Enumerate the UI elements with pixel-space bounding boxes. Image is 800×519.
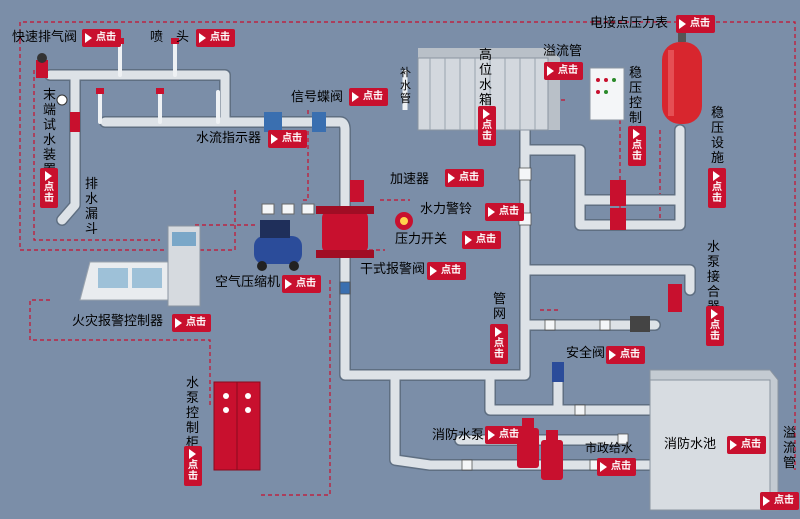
label-fire-pump: 消防水泵 <box>432 428 485 443</box>
label-pressure-switch: 压力开关 <box>395 232 448 247</box>
hotspot-fire-pump[interactable]: 点击 <box>485 426 524 444</box>
label-pump-adapter: 水泵接合器 <box>706 240 720 315</box>
label-end-test-device: 末端试水装置 <box>42 88 56 178</box>
hotspot-overflow-pipe-top[interactable]: 点击 <box>544 62 583 80</box>
hotspot-air-compressor[interactable]: 点击 <box>282 275 321 293</box>
label-safety-valve: 安全阀 <box>566 346 606 361</box>
hotspot-municipal-water[interactable]: 点击 <box>597 458 636 476</box>
hotspot-overflow-pipe-right[interactable]: 点击 <box>760 492 799 510</box>
label-stabilizer-device: 稳压设施 <box>710 106 724 166</box>
hotspot-accelerator[interactable]: 点击 <box>445 169 484 187</box>
label-fire-pool: 消防水池 <box>664 437 717 452</box>
hotspot-end-test-device[interactable]: 点击 <box>40 168 58 208</box>
hotspot-pump-adapter[interactable]: 点击 <box>706 306 724 346</box>
hotspot-safety-valve[interactable]: 点击 <box>606 346 645 364</box>
label-water-bell: 水力警铃 <box>420 202 473 217</box>
label-dry-alarm-valve: 干式报警阀 <box>360 262 426 277</box>
label-overflow-pipe-right: 溢流管 <box>782 426 796 471</box>
hotspot-pipe-network[interactable]: 点击 <box>490 324 508 364</box>
label-water-flow-indicator: 水流指示器 <box>196 131 262 146</box>
hotspot-dry-alarm-valve[interactable]: 点击 <box>427 262 466 280</box>
hotspot-signal-butterfly-valve[interactable]: 点击 <box>349 88 388 106</box>
label-pump-control-cabinet: 水泵控制柜 <box>185 376 199 451</box>
label-high-water-tank: 高位水箱 <box>478 48 492 108</box>
stabilizer-pump-icons <box>610 180 626 230</box>
signal-lines <box>19 21 796 496</box>
label-make-up-pipe: 补水管 <box>400 66 411 105</box>
hotspot-pump-control-cabinet[interactable]: 点击 <box>184 446 202 486</box>
quick-exhaust-valve-icon <box>36 53 48 78</box>
hotspot-high-water-tank[interactable]: 点击 <box>478 106 496 146</box>
hotspot-fire-alarm-panel[interactable]: 点击 <box>172 314 211 332</box>
label-accelerator: 加速器 <box>390 172 430 187</box>
end-test-device-icon <box>56 94 80 132</box>
label-pressure-gauge: 电接点压力表 <box>590 16 669 31</box>
pressure-stabilizer-tank-icon <box>662 28 702 124</box>
hotspot-stabilizer-control-box[interactable]: 点击 <box>628 126 646 166</box>
hotspot-pressure-switch[interactable]: 点击 <box>462 231 501 249</box>
air-compressor-icon <box>254 220 302 271</box>
fire-alarm-control-panel-icon <box>79 225 201 307</box>
label-pipe-network: 管网 <box>492 292 506 322</box>
label-sprinkler: 喷 头 <box>150 30 190 45</box>
pump-adapter-icon <box>630 284 682 332</box>
dry-alarm-valve-icon <box>316 180 374 258</box>
label-quick-exhaust-valve: 快速排气阀 <box>12 30 78 45</box>
label-drain-funnel: 排水漏斗 <box>84 177 98 237</box>
signal-butterfly-valve-icon <box>264 112 326 132</box>
safety-valve-icon <box>552 362 564 382</box>
label-municipal-water: 市政给水 <box>585 441 634 455</box>
hotspot-quick-exhaust-valve[interactable]: 点击 <box>82 29 121 47</box>
label-overflow-pipe-top: 溢流管 <box>543 44 583 59</box>
stabilizer-control-box-icon <box>589 67 625 121</box>
hotspot-sprinkler[interactable]: 点击 <box>196 29 235 47</box>
label-fire-alarm-panel: 火灾报警控制器 <box>72 314 164 329</box>
hotspot-water-bell[interactable]: 点击 <box>485 203 524 221</box>
hotspot-fire-pool[interactable]: 点击 <box>727 436 766 454</box>
label-air-compressor: 空气压缩机 <box>215 275 281 290</box>
hotspot-stabilizer-device[interactable]: 点击 <box>708 168 726 208</box>
compressor-switch-icons <box>261 203 315 215</box>
hotspot-water-flow-indicator[interactable]: 点击 <box>268 130 307 148</box>
hotspot-pressure-gauge[interactable]: 点击 <box>676 15 715 33</box>
pump-control-cabinet-icon <box>213 381 261 471</box>
gate-valve-icons <box>339 167 629 471</box>
fire-pool-icon <box>649 369 779 511</box>
fire-pump-icons <box>517 418 563 480</box>
label-signal-butterfly-valve: 信号蝶阀 <box>291 90 344 105</box>
